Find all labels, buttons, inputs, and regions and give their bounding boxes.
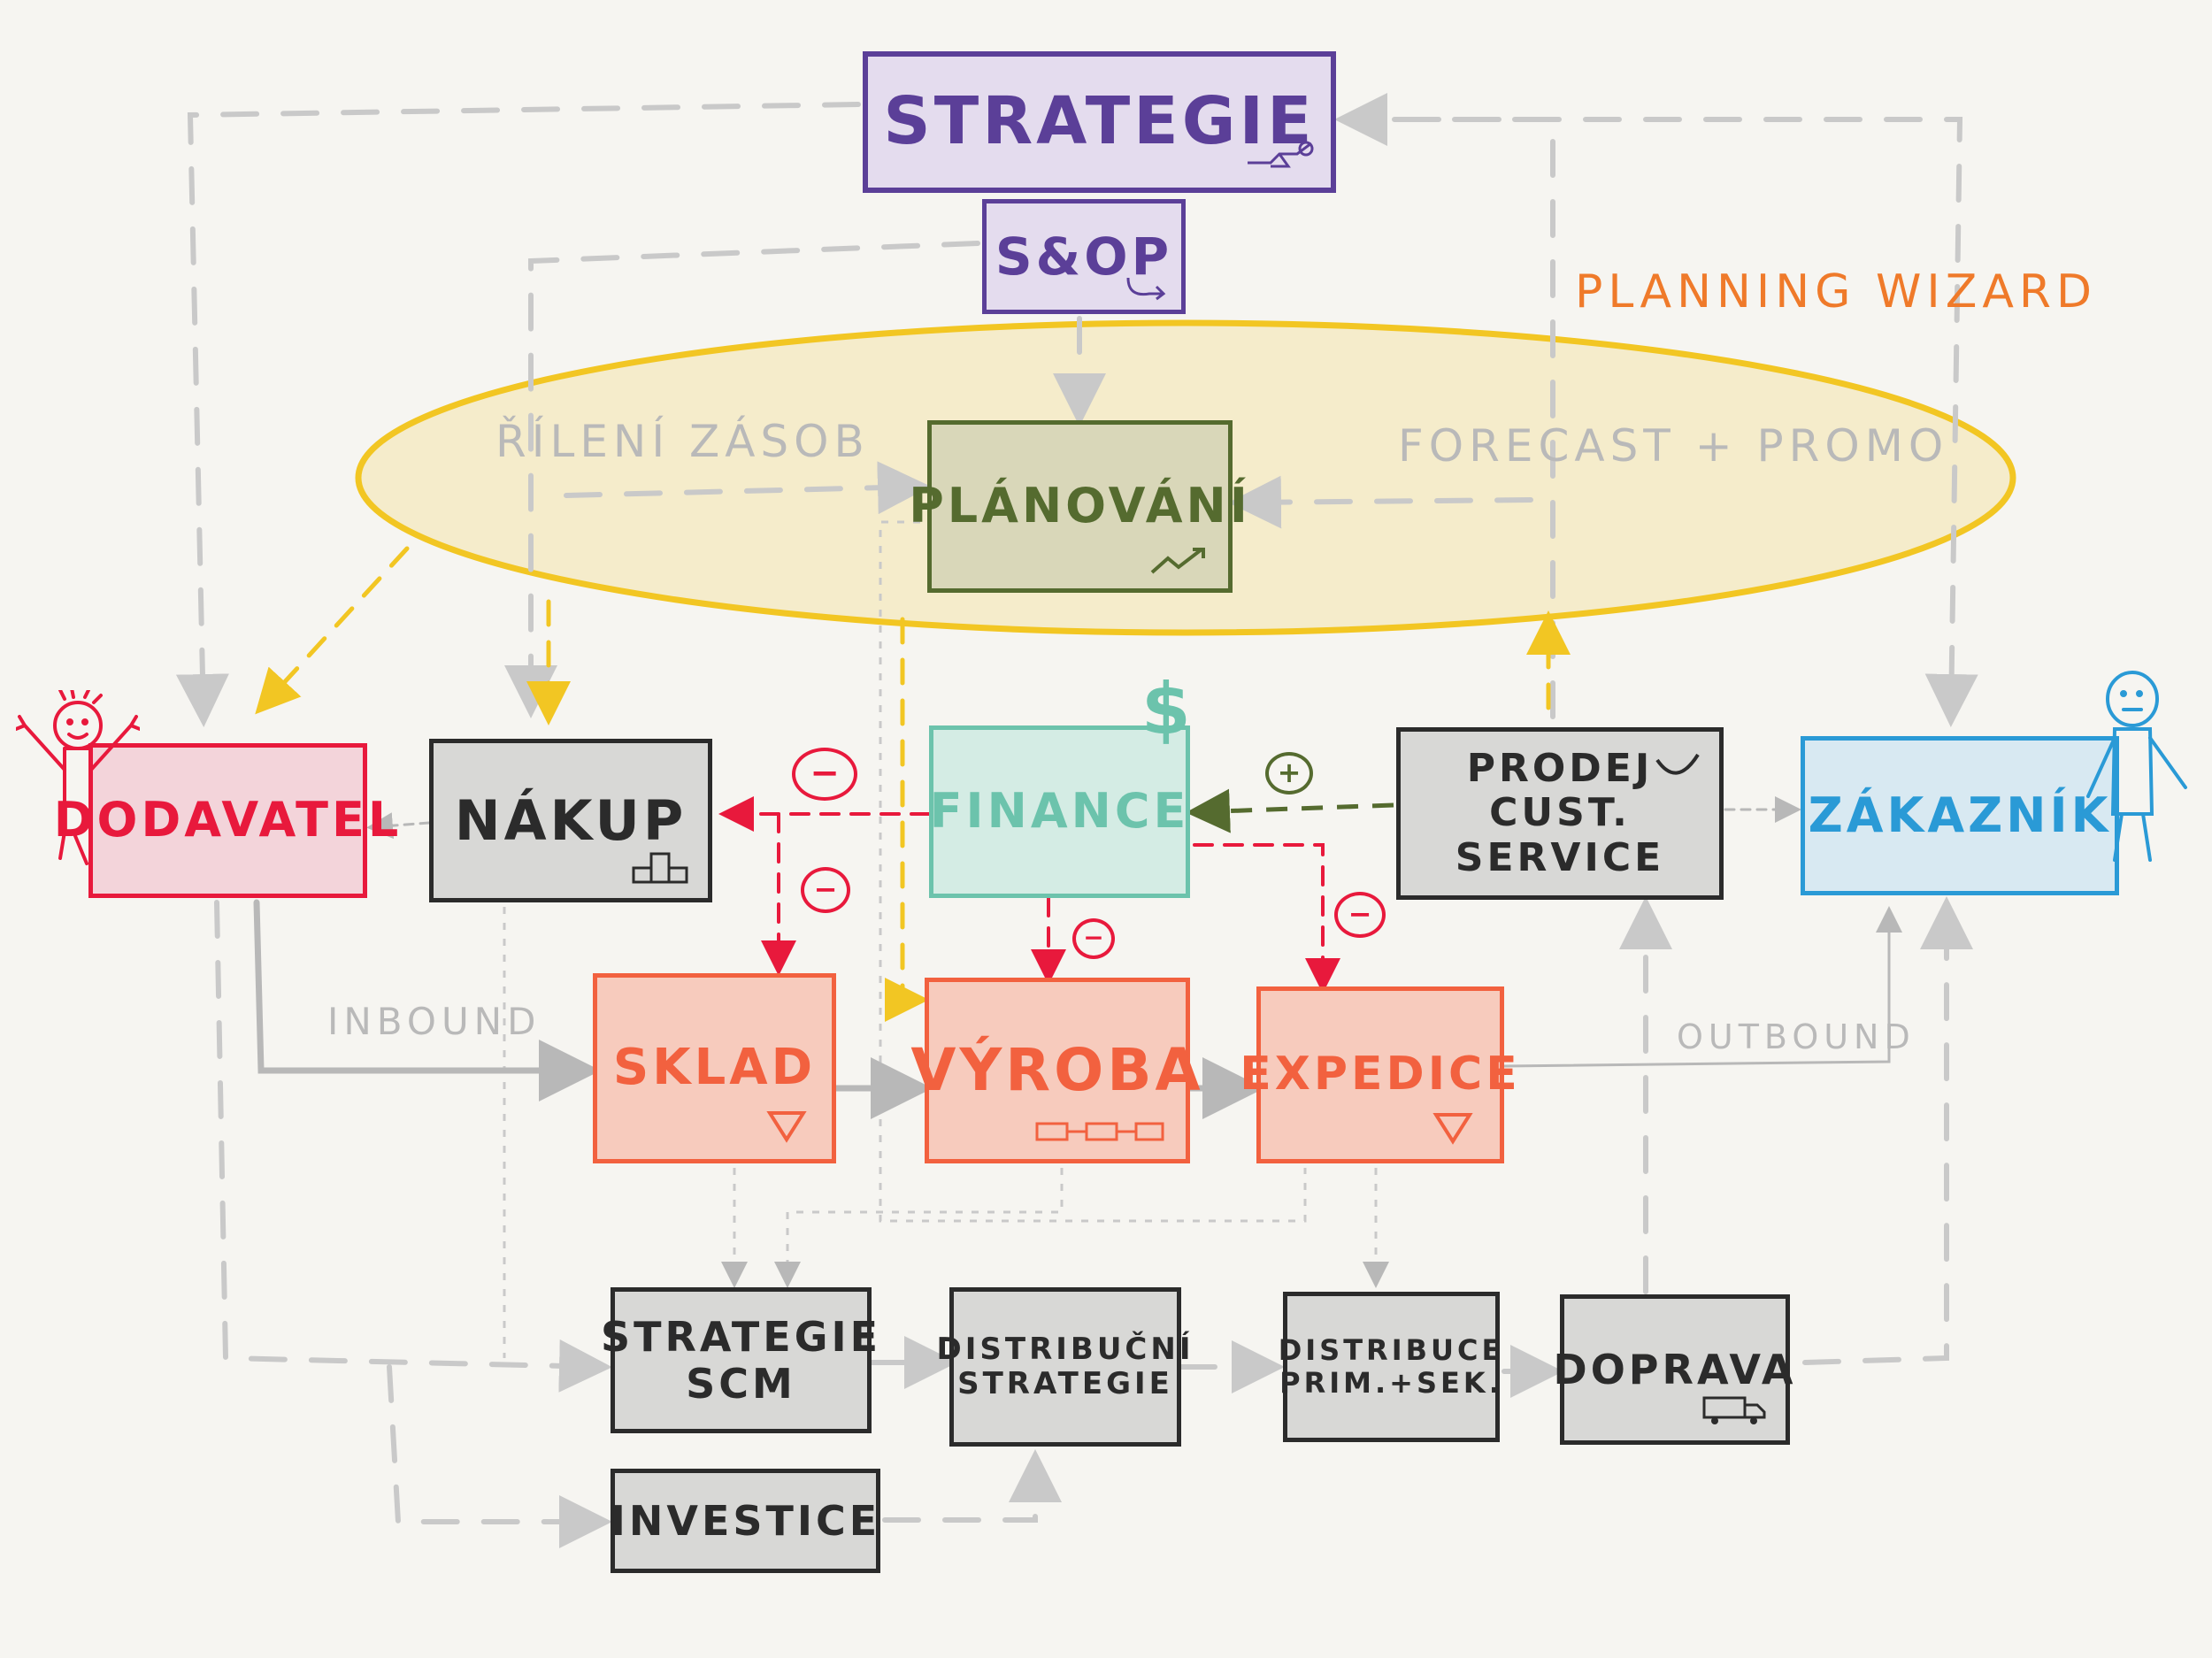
box-sop[interactable]: S&OP: [982, 199, 1186, 314]
connector-wizard-dodavatel: [255, 546, 410, 715]
triangle-down-icon: [766, 1111, 807, 1143]
minus-marker-nakup: −: [792, 748, 857, 801]
connector-outbound: [1502, 906, 1902, 1068]
box-prodej-label: PRODEJ CUST. SERVICE: [1455, 745, 1665, 880]
connector-forecast-planovani: [1228, 475, 1533, 529]
box-strategie-scm-label: STRATEGIE SCM: [600, 1312, 882, 1408]
box-sklad[interactable]: SKLAD: [593, 973, 836, 1163]
connector-planovani-vyroba-dotted: [879, 520, 1307, 1223]
box-vyroba-label: VÝROBA: [910, 1036, 1204, 1105]
label-forecast-promo: FORECAST + PROMO: [1398, 420, 1949, 472]
minus-marker-expedice: −: [1334, 892, 1386, 938]
connector-investice-distribucni: [882, 1449, 1062, 1523]
box-planovani[interactable]: PLÁNOVÁNÍ: [909, 420, 1248, 593]
dollar-icon: $: [1141, 668, 1191, 750]
trend-up-icon: [1150, 548, 1205, 574]
box-distribuce[interactable]: DISTRIBUCE PRIM.+SEK.: [1279, 1292, 1501, 1442]
label-outbound: OUTBOUND: [1677, 1017, 1916, 1056]
production-line-icon: [1035, 1122, 1164, 1141]
box-investice[interactable]: INVESTICE: [611, 1469, 880, 1573]
minus-marker-sklad: −: [801, 867, 850, 913]
connector-zasoby-planovani: [564, 461, 931, 515]
box-strategie[interactable]: STRATEGIE: [863, 51, 1336, 193]
box-investice-label: INVESTICE: [610, 1496, 881, 1545]
box-sklad-label: SKLAD: [612, 1039, 817, 1097]
connector-wizard-vyroba: [885, 617, 929, 1022]
connector-doprava-zakaznik: [1802, 896, 1973, 1365]
plus-marker-prodej: +: [1265, 752, 1313, 794]
boxes-icon: [632, 852, 688, 884]
box-strategie-label: STRATEGIE: [883, 83, 1316, 160]
connector-investice: [387, 1364, 612, 1548]
connector-dodavatel-scm: [214, 900, 612, 1393]
box-distribucni-strategie[interactable]: DISTRIBUČNÍ STRATEGIE: [937, 1287, 1190, 1447]
handshake-icon: [1248, 141, 1314, 168]
supplier-figure-icon: [16, 690, 140, 865]
connector-strategie-dodavatel: [175, 102, 861, 727]
connector-inbound: [253, 899, 601, 1101]
box-doprava-label: DOPRAVA: [1553, 1345, 1797, 1393]
label-planning-wizard: PLANNING WIZARD: [1575, 265, 2098, 319]
connector-nakup-dodavatel: [366, 812, 431, 840]
smile-icon: [1655, 753, 1700, 775]
box-distribucni-strategie-label: DISTRIBUČNÍ STRATEGIE: [936, 1331, 1194, 1401]
connector-prodej-finance: [1186, 788, 1394, 833]
box-expedice[interactable]: EXPEDICE: [1240, 986, 1517, 1163]
truck-icon: [1702, 1396, 1766, 1424]
box-zakaznik[interactable]: ZÁKAZNÍK: [1801, 736, 2119, 895]
connector-vyroba-scm-dotted: [774, 1168, 1064, 1288]
box-dodavatel-label: DODAVATEL: [53, 792, 403, 848]
connector-prodej-strategie: [1334, 93, 1555, 719]
box-doprava[interactable]: DOPRAVA: [1554, 1294, 1793, 1445]
customer-figure-icon: [2086, 671, 2187, 862]
box-strategie-scm[interactable]: STRATEGIE SCM: [601, 1287, 878, 1433]
connector-finance-expedice: [1193, 843, 1340, 994]
box-dodavatel[interactable]: DODAVATEL: [54, 743, 398, 898]
box-planovani-label: PLÁNOVÁNÍ: [909, 478, 1251, 534]
cycle-arrow-icon: [1126, 277, 1166, 301]
box-vyroba[interactable]: VÝROBA: [910, 978, 1201, 1163]
label-rizeni-zasob: ŘÍLENÍ ZÁSOB: [495, 416, 870, 467]
label-inbound: INBOUND: [327, 1000, 541, 1043]
box-finance-label: FINANCE: [929, 783, 1190, 840]
box-zakaznik-label: ZÁKAZNÍK: [1808, 787, 2112, 843]
box-distribuce-label: DISTRIBUCE PRIM.+SEK.: [1278, 1333, 1505, 1400]
connector-sop-nakup: [504, 241, 980, 718]
minus-marker-vyroba: −: [1072, 918, 1115, 959]
box-prodej[interactable]: PRODEJ CUST. SERVICE: [1396, 727, 1724, 900]
box-nakup[interactable]: NÁKUP: [429, 739, 712, 902]
triangle-down-icon: [1432, 1113, 1473, 1145]
box-expedice-label: EXPEDICE: [1240, 1048, 1521, 1101]
box-finance[interactable]: FINANCE: [929, 725, 1190, 898]
box-sop-label: S&OP: [995, 226, 1173, 287]
box-nakup-label: NÁKUP: [454, 787, 687, 853]
